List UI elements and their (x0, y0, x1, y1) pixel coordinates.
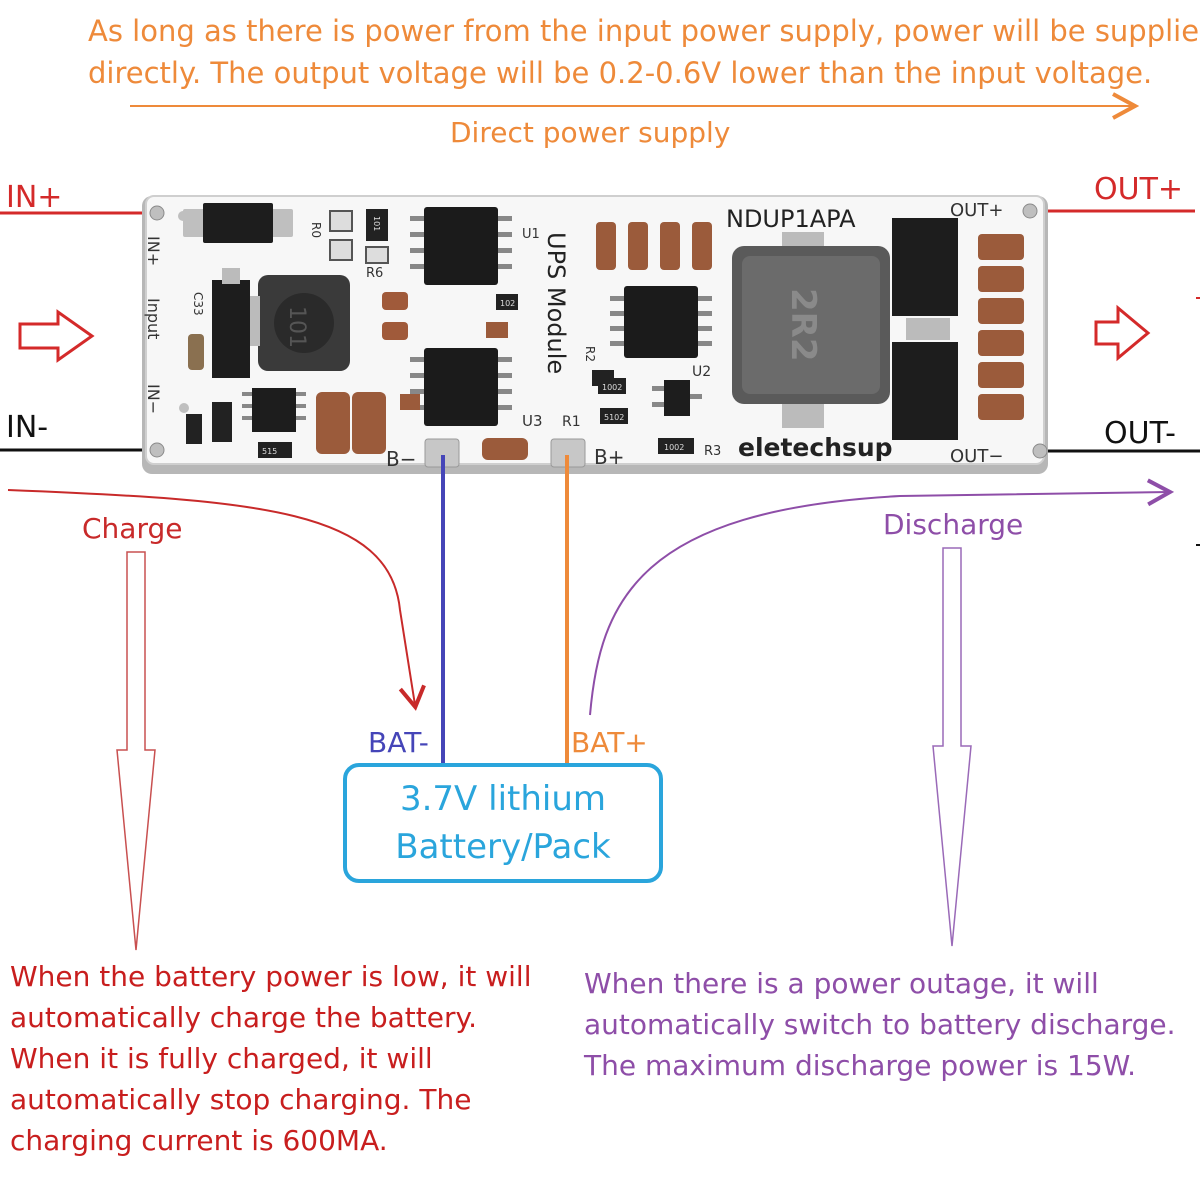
pad-out-minus (1032, 443, 1048, 459)
direct-supply-line-2: directly. The output voltage will be 0.2… (88, 56, 1153, 90)
pcb-u1-label: U1 (522, 227, 540, 242)
charge-line-4: automatically stop charging. The (10, 1083, 472, 1116)
resistor-515 (258, 442, 292, 458)
input-hollow-arrow-icon (18, 309, 95, 363)
discharge-line-1: When there is a power outage, it will (584, 967, 1099, 1000)
resistor-5102-marking: 5102 (604, 413, 624, 422)
discharge-line-3: The maximum discharge power is 15W. (584, 1049, 1137, 1082)
pcb-u3-label: U3 (522, 412, 543, 430)
in-minus-label: IN- (6, 410, 49, 445)
discharge-label: Discharge (883, 508, 1024, 541)
battery-pack-box: 3.7V lithium Battery/Pack (343, 763, 663, 883)
in-plus-label: IN+ (6, 180, 63, 215)
discharge-description: When there is a power outage, it will au… (584, 963, 1194, 1086)
pcb-c33-label: C33 (191, 292, 205, 316)
resistor-102-marking: 102 (500, 299, 515, 308)
charge-line-5: charging current is 600MA. (10, 1124, 388, 1157)
battery-line-1: 3.7V lithium (399, 779, 607, 819)
charge-flow-arrow (7, 489, 426, 711)
discharge-flow-arrow (589, 492, 1170, 716)
discharge-down-arrow-icon (932, 547, 972, 947)
pad-out-plus (1022, 203, 1038, 219)
ups-module-pcb: IN+ Input IN− C33 R0 R6 U1 U3 R1 R2 U2 R… (142, 195, 1048, 474)
direct-supply-line-1: As long as there is power from the input… (88, 14, 1200, 48)
pcb-r2-label: R2 (583, 346, 597, 362)
pcb-r3-label: R3 (704, 444, 721, 459)
charge-label: Charge (82, 512, 183, 545)
bat-minus-label: BAT- (368, 726, 429, 759)
resistor-1002b-marking: 1002 (664, 443, 684, 452)
resistor-1002 (598, 378, 626, 394)
pcb-out-minus-label: OUT− (950, 446, 1003, 467)
charge-line-1: When the battery power is low, it will (10, 960, 532, 993)
charge-line-2: automatically charge the battery. (10, 1001, 477, 1034)
discharge-line-2: automatically switch to battery discharg… (584, 1008, 1176, 1041)
resistor-1002-marking: 1002 (602, 383, 622, 392)
pcb-input-label: Input (144, 298, 163, 339)
battery-line-2: Battery/Pack (395, 827, 611, 867)
inductor-small-marking: 101 (284, 306, 309, 348)
resistor-1002b (658, 438, 694, 454)
pad-in-plus (149, 205, 165, 221)
resistor-5102 (600, 408, 628, 424)
resistor-101-marking: 101 (372, 216, 381, 231)
out-minus-label: OUT- (1104, 416, 1176, 451)
pcb-out-plus-label: OUT+ (950, 200, 1003, 221)
resistor-102 (496, 294, 518, 310)
pcb-brand-label: eletechsup (738, 433, 893, 462)
pcb-r1-label: R1 (562, 414, 581, 430)
resistor-515-marking: 515 (262, 447, 277, 456)
pcb-u2-label: U2 (692, 364, 711, 380)
pcb-in-minus-label: IN− (144, 384, 163, 414)
charge-down-arrow-icon (116, 551, 156, 951)
direct-supply-description: As long as there is power from the input… (88, 10, 1200, 94)
direct-power-supply-label: Direct power supply (450, 116, 731, 149)
pcb-title-label: UPS Module (542, 232, 570, 374)
inductor-big-marking: 2R2 (783, 288, 823, 362)
output-hollow-arrow-icon (1094, 304, 1151, 362)
out-plus-label: OUT+ (1094, 172, 1184, 207)
pcb-model-label: NDUP1APA (726, 205, 856, 233)
pcb-b-minus-label: B− (386, 447, 416, 471)
pad-in-minus (149, 442, 165, 458)
pcb-in-plus-label: IN+ (144, 236, 163, 266)
charge-description: When the battery power is low, it will a… (10, 956, 570, 1161)
pcb-b-plus-label: B+ (594, 445, 624, 469)
bat-plus-label: BAT+ (571, 726, 648, 759)
pcb-r0-label: R0 (309, 222, 323, 238)
pcb-r6-label: R6 (366, 266, 383, 281)
charge-line-3: When it is fully charged, it will (10, 1042, 433, 1075)
